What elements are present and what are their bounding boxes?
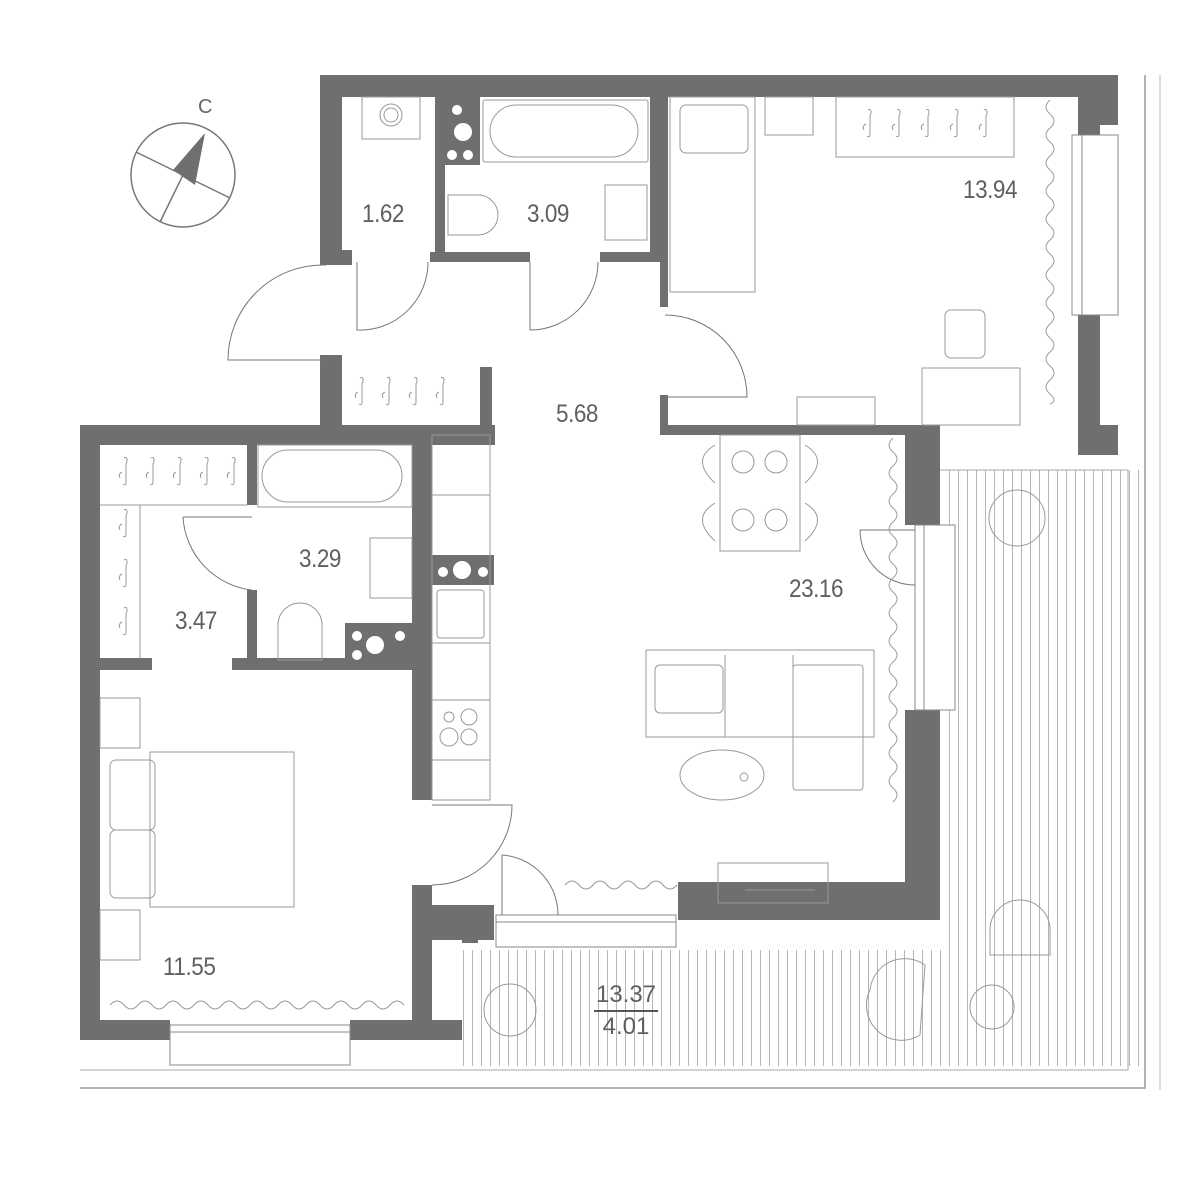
- area-hallway: 5.68: [556, 400, 599, 428]
- furniture: [99, 96, 1051, 1041]
- compass-north-label: С: [198, 96, 213, 118]
- windows: [169, 134, 1119, 1066]
- terrace-area-reduced: 4.01: [602, 1013, 650, 1040]
- walls: [80, 75, 1118, 1040]
- area-laundry: 1.62: [362, 200, 405, 228]
- terrace: [80, 75, 1161, 1090]
- curtains: [109, 99, 1055, 1010]
- compass-icon: [130, 122, 236, 228]
- area-living-kitchen: 23.16: [789, 575, 844, 603]
- area-terrace: 13.37 4.01: [594, 980, 658, 1042]
- area-bathroom-top: 3.09: [527, 200, 570, 228]
- area-bathroom-left: 3.29: [299, 545, 342, 573]
- area-bedroom-bottom: 11.55: [163, 953, 216, 981]
- terrace-area-total: 13.37: [594, 980, 658, 1012]
- utility-shafts: [352, 105, 488, 660]
- area-wardrobe: 3.47: [175, 607, 218, 635]
- doors: [182, 261, 916, 916]
- area-bedroom-top: 13.94: [963, 176, 1018, 204]
- hangers: [118, 108, 988, 636]
